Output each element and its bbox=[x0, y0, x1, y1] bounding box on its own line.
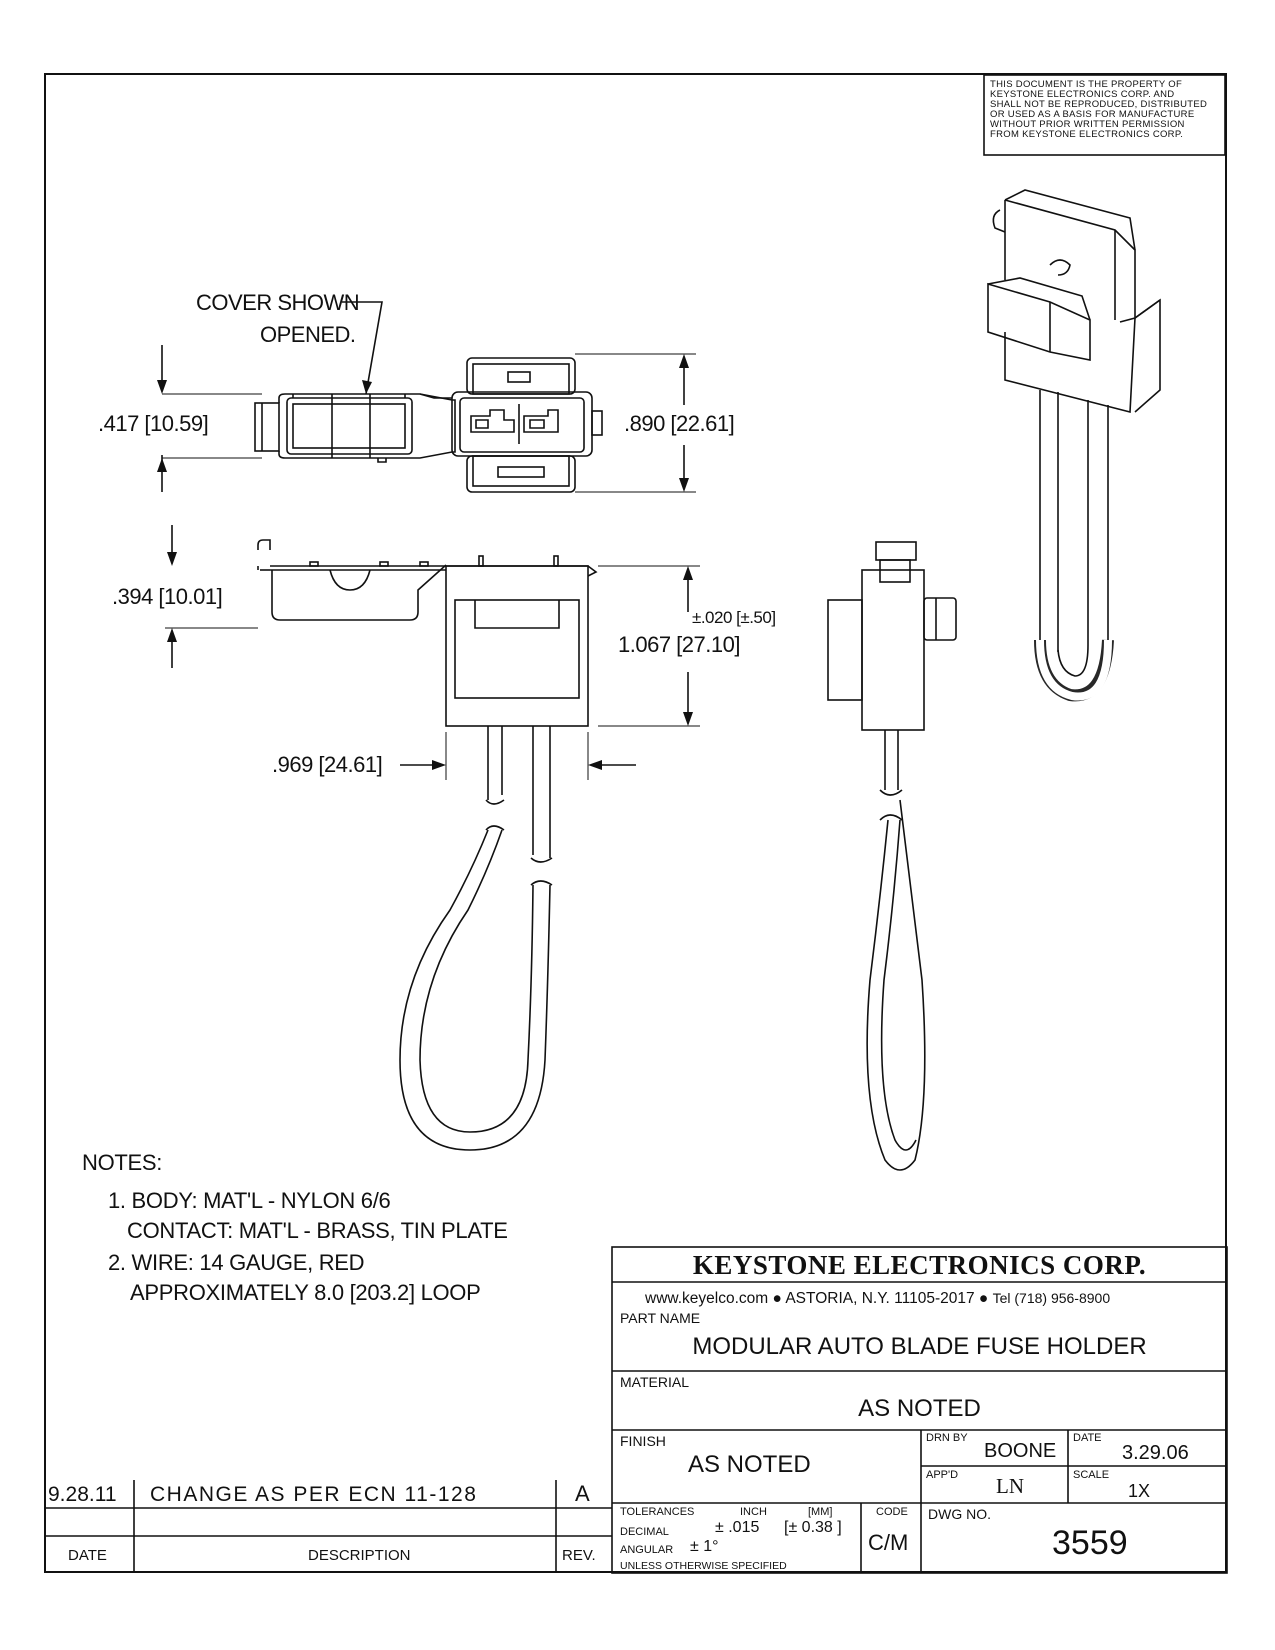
proprietary-line: WITHOUT PRIOR WRITTEN PERMISSION bbox=[990, 119, 1185, 130]
front-view bbox=[257, 539, 598, 1151]
decimal-mm: [± 0.38 ] bbox=[784, 1519, 842, 1536]
revision-date-label: DATE bbox=[68, 1547, 107, 1564]
proprietary-line: KEYSTONE ELECTRONICS CORP. AND bbox=[990, 89, 1175, 100]
appd-label: APP'D bbox=[926, 1469, 959, 1481]
drn-by-label: DRN BY bbox=[926, 1432, 968, 1444]
angular-label: ANGULAR bbox=[620, 1544, 674, 1556]
company-website: www.keyelco.com bbox=[645, 1290, 769, 1307]
callout-leader bbox=[342, 301, 383, 395]
finish-value: AS NOTED bbox=[688, 1451, 811, 1478]
proprietary-line: THIS DOCUMENT IS THE PROPERTY OF bbox=[990, 79, 1183, 90]
scale-value: 1X bbox=[1128, 1481, 1151, 1501]
bullet-icon: ● bbox=[772, 1290, 786, 1307]
decimal-label: DECIMAL bbox=[620, 1526, 669, 1538]
part-name-label: PART NAME bbox=[620, 1310, 701, 1326]
drn-by-value: BOONE bbox=[984, 1440, 1057, 1462]
note-2-line1: 2. WIRE: 14 GAUGE, RED bbox=[108, 1250, 365, 1275]
date-value: 3.29.06 bbox=[1122, 1442, 1189, 1464]
scale-label: SCALE bbox=[1073, 1469, 1110, 1481]
note-1-line2: CONTACT: MAT'L - BRASS, TIN PLATE bbox=[127, 1218, 508, 1243]
revision-rev-label: REV. bbox=[562, 1547, 596, 1564]
proprietary-line: OR USED AS A BASIS FOR MANUFACTURE bbox=[990, 109, 1195, 120]
callout-line1: COVER SHOWN bbox=[196, 290, 360, 315]
dim-front-height: 1.067 [27.10] bbox=[618, 632, 740, 657]
angular-value: ± 1° bbox=[690, 1538, 719, 1555]
dim-front-width: .969 [24.61] bbox=[272, 752, 383, 777]
note-1-line1: 1. BODY: MAT'L - NYLON 6/6 bbox=[108, 1188, 391, 1213]
side-view bbox=[827, 541, 957, 1171]
mm-label: [MM] bbox=[808, 1506, 833, 1518]
note-2-line2: APPROXIMATELY 8.0 [203.2] LOOP bbox=[130, 1280, 481, 1305]
dwg-no-value: 3559 bbox=[1052, 1524, 1128, 1562]
decimal-inch: ± .015 bbox=[715, 1519, 760, 1536]
isometric-view bbox=[987, 189, 1161, 702]
dim-top-height: .417 [10.59] bbox=[98, 411, 209, 436]
tolerances-label: TOLERANCES bbox=[620, 1506, 695, 1518]
company-contact: www.keyelco.com ● ASTORIA, N.Y. 11105-20… bbox=[645, 1290, 1110, 1308]
bullet-icon: ● bbox=[978, 1290, 993, 1307]
proprietary-line: SHALL NOT BE REPRODUCED, DISTRIBUTED bbox=[990, 99, 1208, 110]
company-name: KEYSTONE ELECTRONICS CORP. bbox=[692, 1250, 1147, 1280]
revision-description: CHANGE AS PER ECN 11-128 bbox=[150, 1483, 478, 1506]
dim-front-cover-height: .394 [10.01] bbox=[112, 584, 223, 609]
part-name: MODULAR AUTO BLADE FUSE HOLDER bbox=[692, 1333, 1147, 1360]
revision-rev: A bbox=[575, 1481, 590, 1506]
code-value: C/M bbox=[868, 1530, 909, 1555]
proprietary-box bbox=[983, 74, 1226, 156]
appd-value: LN bbox=[996, 1474, 1024, 1498]
dim-front-tolerance: ±.020 [±.50] bbox=[692, 608, 776, 627]
drawing-sheet-border bbox=[44, 73, 1227, 1573]
inch-label: INCH bbox=[740, 1506, 767, 1518]
title-block-lines bbox=[44, 1246, 1228, 1574]
unless-label: UNLESS OTHERWISE SPECIFIED bbox=[620, 1560, 787, 1572]
proprietary-notice: THIS DOCUMENT IS THE PROPERTY OF KEYSTON… bbox=[990, 80, 1222, 140]
dimension-arrows bbox=[157, 354, 693, 770]
company-tel: Tel (718) 956-8900 bbox=[992, 1290, 1111, 1306]
dim-top-width: .890 [22.61] bbox=[624, 411, 735, 436]
revision-description-label: DESCRIPTION bbox=[308, 1547, 411, 1564]
material-label: MATERIAL bbox=[620, 1374, 689, 1390]
proprietary-line: FROM KEYSTONE ELECTRONICS CORP. bbox=[990, 129, 1184, 140]
revision-date: 9.28.11 bbox=[48, 1483, 117, 1506]
company-location: ASTORIA, N.Y. 11105-2017 bbox=[785, 1290, 975, 1307]
finish-label: FINISH bbox=[620, 1433, 666, 1449]
date-label: DATE bbox=[1073, 1432, 1102, 1444]
top-view bbox=[254, 357, 603, 493]
notes-heading: NOTES: bbox=[82, 1150, 163, 1175]
material-value: AS NOTED bbox=[858, 1395, 981, 1422]
code-label: CODE bbox=[876, 1506, 908, 1518]
dwg-no-label: DWG NO. bbox=[928, 1506, 991, 1522]
callout-line2: OPENED. bbox=[260, 322, 356, 347]
